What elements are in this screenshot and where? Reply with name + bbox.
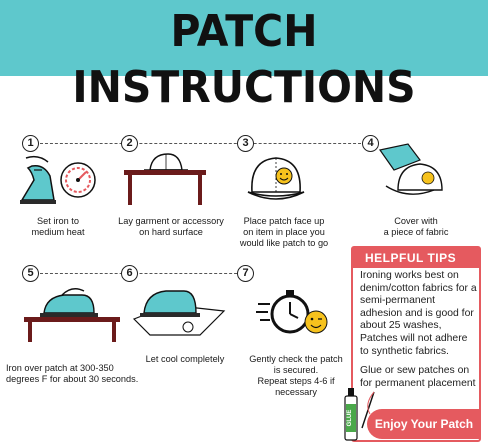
step6-illustration	[132, 290, 226, 336]
step5-caption: Iron over patch at 300-350 degrees F for…	[6, 363, 139, 384]
smiley-patch-icon	[304, 310, 328, 334]
enjoy-patch-banner: Enjoy Your Patch	[367, 409, 481, 439]
step-connector-row2	[40, 273, 252, 274]
step3-caption: Place patch face up on item in place you…	[239, 216, 329, 248]
tip-paragraph: Ironing works best on denim/cotton fabri…	[360, 270, 477, 357]
step2-illustration	[124, 153, 206, 205]
stopwatch-icon	[256, 290, 310, 334]
step1-caption: Set iron to medium heat	[31, 216, 85, 237]
iron-icon	[20, 155, 56, 204]
helpful-tips-title: HELPFUL TIPS	[353, 248, 479, 268]
step2-caption: Lay garment or accessory on hard surface	[118, 216, 224, 237]
helpful-tips-panel: HELPFUL TIPS Ironing works best on denim…	[351, 246, 481, 442]
helpful-tips-body: Ironing works best on denim/cotton fabri…	[360, 270, 478, 397]
smiley-patch-icon	[182, 321, 194, 333]
step-number-1: 1	[22, 135, 39, 152]
step-number-6: 6	[121, 265, 138, 282]
step-number-5: 5	[22, 265, 39, 282]
needle-icon	[361, 391, 375, 429]
tip-paragraph: Glue or sew patches on for permanent pla…	[360, 365, 476, 389]
smiley-patch-icon	[421, 171, 435, 185]
step-number-2: 2	[121, 135, 138, 152]
glue-label: GLUE	[347, 410, 353, 427]
smiley-patch-icon	[275, 167, 293, 185]
iron-icon	[140, 290, 200, 317]
page-title: PATCH INSTRUCTIONS	[72, 6, 416, 113]
step1-illustration	[20, 155, 96, 204]
fabric-icon	[378, 143, 421, 171]
step-number-4: 4	[362, 135, 379, 152]
heat-dial-icon	[60, 162, 96, 198]
glue-bottle-icon: GLUE	[344, 388, 358, 441]
table-icon	[24, 317, 120, 342]
step-number-3: 3	[237, 135, 254, 152]
step6-caption: Let cool completely	[145, 354, 225, 364]
iron-icon	[40, 288, 98, 317]
step4-illustration	[378, 143, 443, 195]
step7-caption: Gently check the patch is secured. Repea…	[249, 354, 343, 397]
step5-illustration	[24, 288, 120, 342]
step3-illustration	[247, 157, 305, 200]
step4-caption: Cover with a piece of fabric	[383, 216, 449, 237]
step-connector-row1	[40, 143, 366, 144]
page-header: PATCH INSTRUCTIONS	[0, 0, 488, 113]
step7-illustration	[256, 290, 328, 334]
step-number-7: 7	[237, 265, 254, 282]
cap-icon	[144, 153, 188, 171]
table-icon	[124, 170, 206, 205]
